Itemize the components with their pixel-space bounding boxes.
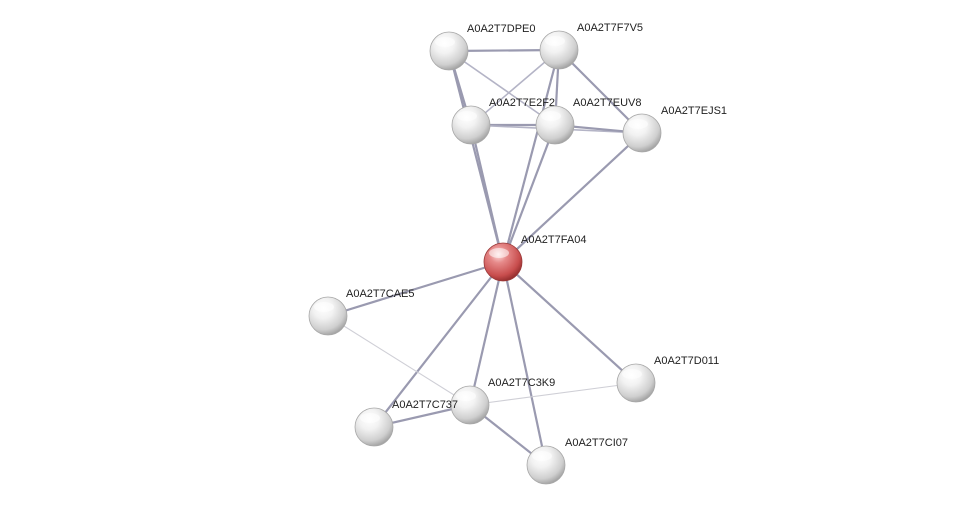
node-label: A0A2T7C3K9 [488,377,555,389]
node-A0A2T7D011[interactable]: A0A2T7D011 [616,355,719,403]
node-label: A0A2T7CAE5 [346,288,414,300]
node-label: A0A2T7EUV8 [573,97,641,109]
node-highlight [457,111,477,121]
edge-A0A2T7F7V5-A0A2T7FA04 [501,49,561,263]
node-A0A2T7EUV8[interactable]: A0A2T7EUV8 [535,97,641,145]
node-A0A2T7EJS1[interactable]: A0A2T7EJS1 [622,105,727,153]
edge-A0A2T7CAE5-A0A2T7C3K9 [327,315,471,406]
edge-A0A2T7EJS1-A0A2T7FA04 [502,132,643,263]
edge-A0A2T7F7V5-A0A2T7EJS1 [558,49,643,134]
edge-A0A2T7E2F2-A0A2T7FA04 [469,124,505,263]
edge-A0A2T7FA04-A0A2T7CI07 [501,261,548,466]
node-highlight [314,302,334,312]
node-highlight [628,119,648,129]
node-A0A2T7E2F2[interactable]: A0A2T7E2F2 [451,97,555,145]
edge-A0A2T7FA04-A0A2T7D011 [502,261,637,384]
node-label: A0A2T7EJS1 [661,105,727,117]
node-label: A0A2T7D011 [654,355,719,367]
node-label: A0A2T7CI07 [565,437,628,449]
node-A0A2T7C3K9[interactable]: A0A2T7C3K9 [450,377,555,425]
node-label: A0A2T7FA04 [521,234,586,246]
edge-A0A2T7DPE0-A0A2T7EUV8 [448,50,556,126]
node-A0A2T7C737[interactable]: A0A2T7C737 [354,399,458,447]
node-A0A2T7FA04[interactable]: A0A2T7FA04 [483,234,586,282]
node-highlight [622,369,642,379]
node-A0A2T7CAE5[interactable]: A0A2T7CAE5 [308,288,414,336]
node-A0A2T7DPE0[interactable]: A0A2T7DPE0 [429,23,535,71]
node-highlight [360,413,380,423]
node-highlight [532,451,552,461]
edge-A0A2T7EUV8-A0A2T7FA04 [501,124,557,263]
node-highlight [545,36,565,46]
node-label: A0A2T7DPE0 [467,23,535,35]
node-highlight [489,248,509,258]
node-A0A2T7F7V5[interactable]: A0A2T7F7V5 [539,22,643,70]
edge-A0A2T7FA04-A0A2T7C3K9 [468,261,505,406]
node-A0A2T7CI07[interactable]: A0A2T7CI07 [526,437,628,485]
node-label: A0A2T7F7V5 [577,22,643,34]
node-highlight [435,37,455,47]
edge-A0A2T7FA04-A0A2T7CAE5 [327,260,504,318]
node-label: A0A2T7E2F2 [489,97,555,109]
node-highlight [541,111,561,121]
edge-A0A2T7FA04-A0A2T7C737 [373,261,504,428]
node-label: A0A2T7C737 [392,399,458,411]
node-highlight [456,391,476,401]
edge-A0A2T7C3K9-A0A2T7D011 [469,382,637,406]
